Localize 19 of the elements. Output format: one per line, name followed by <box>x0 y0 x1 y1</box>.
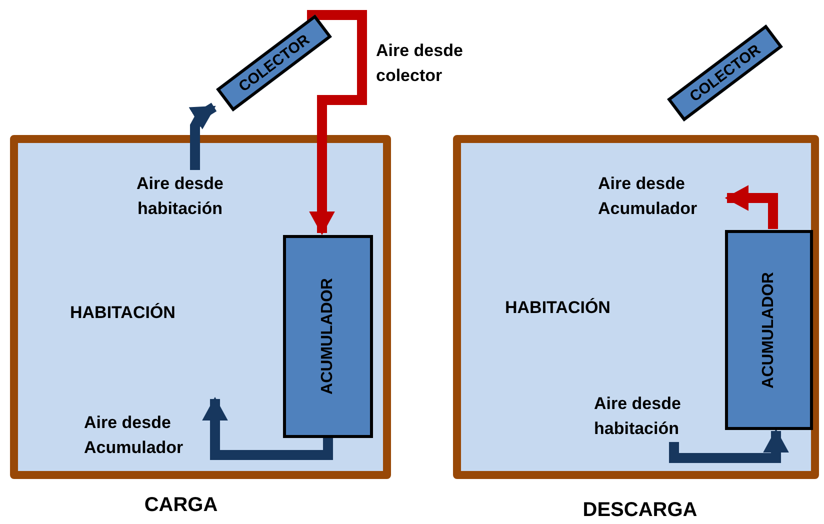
air-flow-arrow <box>307 10 367 236</box>
air-label: Aire desde habitación <box>594 391 706 443</box>
air-flow-arrow <box>724 185 778 229</box>
node-label: DESCARGA <box>582 499 698 522</box>
accumulator-label: ACUMULADOR <box>319 278 337 395</box>
air-flow-arrow <box>669 428 789 463</box>
air-flow-arrow <box>202 396 333 460</box>
air-label: Aire desde Acumulador <box>84 400 226 462</box>
room-box <box>10 135 391 479</box>
node-label: CARGA <box>143 494 219 517</box>
air-label: Aire desde Acumulador <box>598 171 728 223</box>
room-box <box>453 135 819 479</box>
air-flow-arrow <box>188 102 217 170</box>
air-label: Aire desde habitación <box>120 171 240 223</box>
accumulator-label: ACUMULADOR <box>760 272 778 388</box>
room-label: HABITACIÓN <box>505 298 610 318</box>
room-label: HABITACIÓN <box>70 303 176 323</box>
accumulator-box <box>725 230 813 430</box>
accumulator-box <box>283 235 373 438</box>
